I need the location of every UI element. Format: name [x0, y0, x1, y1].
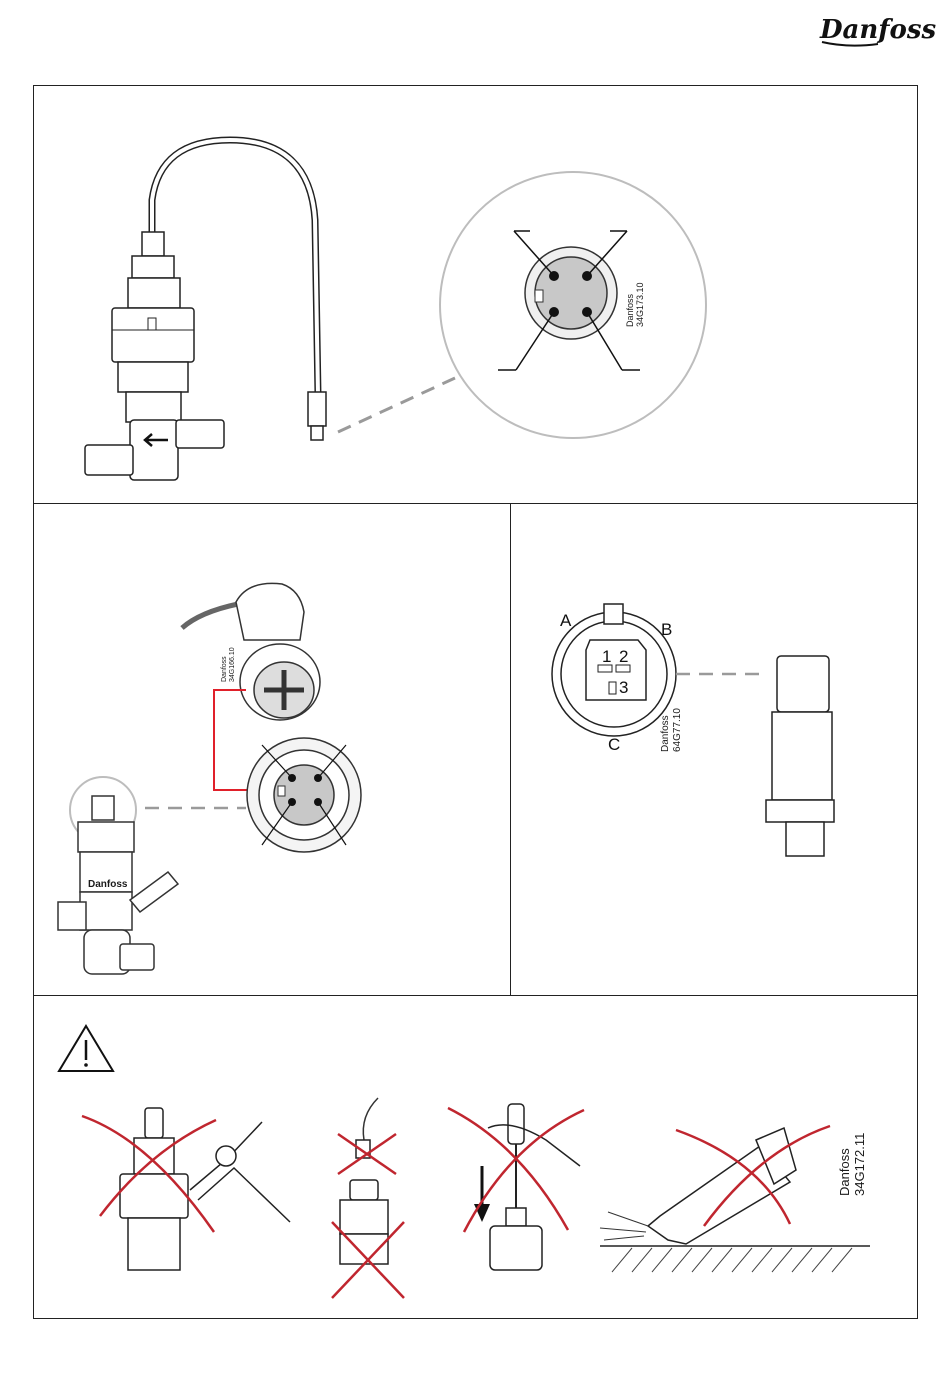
panel-bottom-code-line2: 34G172.11 [852, 1133, 867, 1196]
warning-triangle-icon [59, 1026, 113, 1071]
panel-bottom-code: Danfoss 34G172.11 [838, 1133, 868, 1196]
panel-bottom-code-line1: Danfoss [837, 1148, 852, 1196]
